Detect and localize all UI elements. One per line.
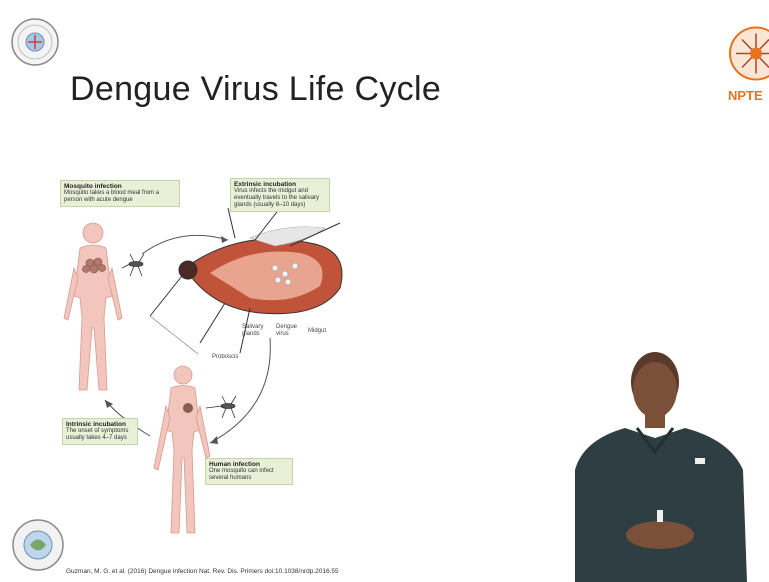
label-salivary-glands: Salivary glands	[242, 324, 268, 338]
life-cycle-diagram: Mosquito infection Mosquito takes a bloo…	[50, 168, 370, 548]
intrinsic-incubation-text: The onset of symptoms usually takes 4–7 …	[66, 428, 128, 441]
diagram-artwork	[50, 168, 370, 548]
mosquito-infection-box: Mosquito infection Mosquito takes a bloo…	[60, 180, 180, 207]
bite-site-icon	[183, 403, 193, 413]
footer-logo-icon	[10, 512, 66, 578]
human-figure-top	[64, 223, 122, 390]
intrinsic-incubation-heading: Intrinsic incubation	[66, 421, 134, 428]
extrinsic-incubation-text: Virus infects the midgut and eventually …	[234, 188, 319, 208]
human-infection-heading: Human infection	[209, 461, 289, 468]
label-dengue-virus: Dengue virus	[276, 324, 304, 338]
citation-text: Guzman, M. G. et al. (2016) Dengue infec…	[66, 568, 339, 575]
presenter-image	[565, 340, 750, 582]
human-infection-box: Human infection One mosquito can infect …	[205, 458, 293, 485]
extrinsic-incubation-heading: Extrinsic incubation	[234, 181, 326, 188]
mosquito-infection-text: Mosquito takes a blood meal from a perso…	[64, 190, 159, 203]
mosquito-infection-heading: Mosquito infection	[64, 183, 176, 190]
label-proboscis: Proboscis	[212, 354, 252, 361]
small-mosquito-top-icon	[122, 254, 144, 276]
label-midgut: Midgut	[308, 328, 338, 335]
nptel-label: NPTE	[728, 88, 763, 103]
human-figure-bottom	[154, 366, 210, 533]
human-infection-text: One mosquito can infect several humans	[209, 468, 274, 481]
small-mosquito-bottom-icon	[206, 396, 236, 418]
intrinsic-incubation-box: Intrinsic incubation The onset of sympto…	[62, 418, 138, 445]
extrinsic-incubation-box: Extrinsic incubation Virus infects the m…	[230, 178, 330, 212]
institute-logo-icon	[10, 12, 60, 74]
slide-title: Dengue Virus Life Cycle	[70, 70, 441, 109]
